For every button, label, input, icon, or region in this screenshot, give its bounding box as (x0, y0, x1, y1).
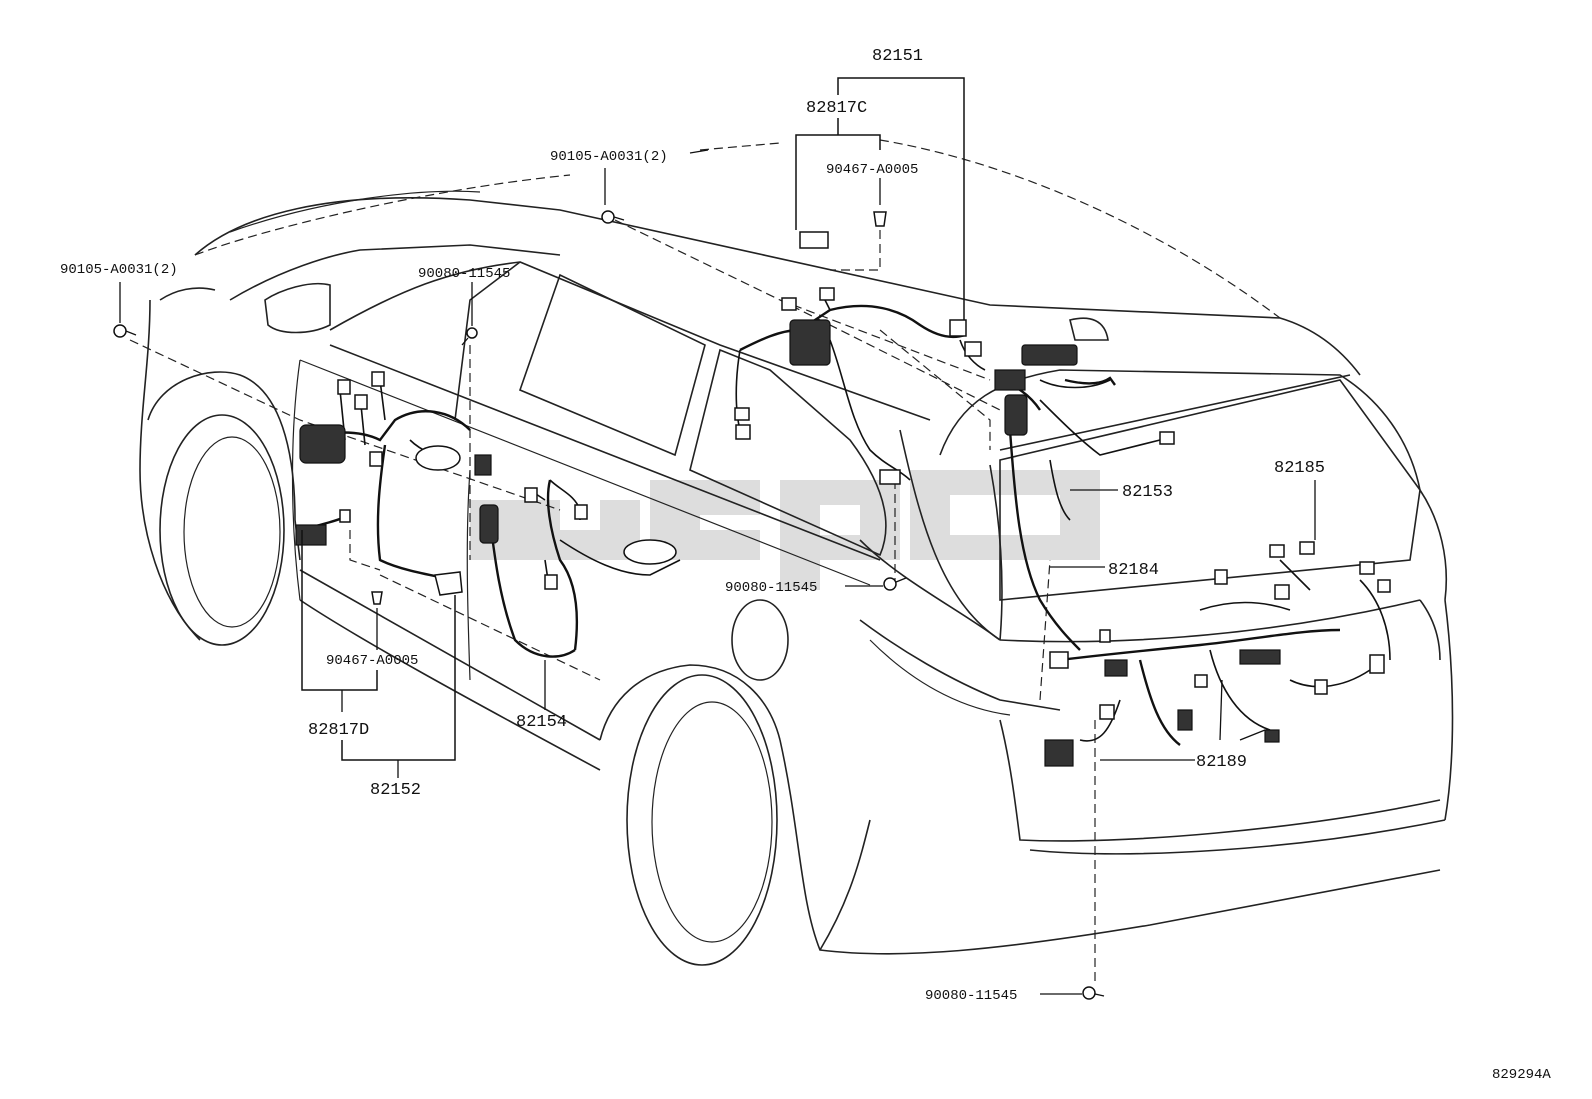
harness-connectors (295, 231, 1391, 767)
callout-82151: 82151 (872, 47, 923, 66)
callout-82153: 82153 (1122, 483, 1173, 502)
callout-90080-11545-b: 90080-11545 (725, 580, 817, 596)
callout-82189: 82189 (1196, 753, 1247, 772)
bolt-icon-90080-a (461, 327, 478, 346)
callout-90105-A0031-left: 90105-A0031(2) (60, 262, 178, 278)
watermark-logo (470, 470, 1100, 590)
dashed-reference-lines (129, 139, 1281, 985)
callout-90080-11545-c: 90080-11545 (925, 988, 1017, 1004)
callout-82154: 82154 (516, 713, 567, 732)
callout-82184: 82184 (1108, 561, 1159, 580)
callout-82185: 82185 (1274, 459, 1325, 478)
fasteners (113, 210, 1105, 1000)
leader-lines (119, 77, 1316, 995)
callout-90105-A0031-top: 90105-A0031(2) (550, 149, 668, 165)
callout-82152: 82152 (370, 781, 421, 800)
callout-labels: 82151 82817C 90105-A0031(2) 90467-A0005 … (60, 47, 1325, 1004)
bolt-icon-90080-c (1082, 986, 1105, 1000)
vehicle-body-outline (139, 190, 1454, 966)
callout-82817D: 82817D (308, 721, 369, 740)
callout-82817C: 82817C (806, 99, 867, 118)
clip-icon-90467-bottom (371, 591, 383, 605)
diagram-code: 829294A (1492, 1067, 1551, 1083)
bolt-icon-90105-top (601, 210, 625, 224)
bolt-icon-90080-b (883, 577, 907, 591)
clip-icon-90467-top (873, 211, 887, 227)
callout-90467-A0005-top: 90467-A0005 (826, 162, 918, 178)
callout-90080-11545-a: 90080-11545 (418, 266, 510, 282)
callout-90467-A0005-bottom: 90467-A0005 (326, 653, 418, 669)
bolt-icon-90105-left (113, 324, 137, 338)
